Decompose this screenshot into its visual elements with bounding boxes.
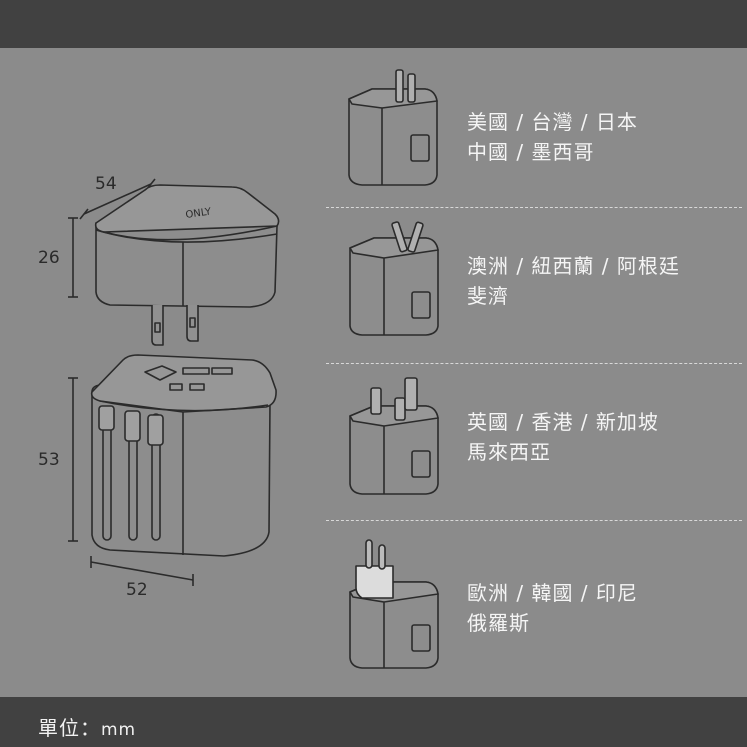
- plug-region-au: 澳洲 / 紐西蘭 / 阿根廷 斐濟: [467, 251, 680, 311]
- logo-text: ONLY: [185, 206, 213, 221]
- region-line: 歐洲 / 韓國 / 印尼: [467, 581, 638, 605]
- plug-drawing-eu: [349, 539, 439, 669]
- plug-drawing-us: [348, 69, 438, 186]
- region-line: 英國 / 香港 / 新加坡: [467, 410, 659, 434]
- dimension-body-width: 52: [126, 580, 148, 600]
- plug-drawing-au: [349, 221, 439, 336]
- unit-prefix: 單位：: [38, 716, 101, 740]
- unit-value: mm: [101, 720, 137, 740]
- divider: [326, 363, 742, 364]
- plug-region-us: 美國 / 台灣 / 日本 中國 / 墨西哥: [467, 107, 638, 167]
- divider: [326, 520, 742, 521]
- top-module-drawing: [94, 184, 280, 346]
- region-line: 美國 / 台灣 / 日本: [467, 110, 638, 134]
- region-line: 中國 / 墨西哥: [467, 140, 595, 164]
- unit-label: 單位：mm: [38, 712, 136, 741]
- dimension-top-height: 26: [38, 248, 60, 268]
- plug-drawing-uk: [349, 377, 439, 495]
- region-line: 俄羅斯: [467, 611, 530, 635]
- bottom-bar: [0, 697, 747, 747]
- plug-region-uk: 英國 / 香港 / 新加坡 馬來西亞: [467, 407, 659, 467]
- top-bar: [0, 0, 747, 48]
- dimension-body-height: 53: [38, 450, 60, 470]
- region-line: 斐濟: [467, 284, 509, 308]
- plug-region-eu: 歐洲 / 韓國 / 印尼 俄羅斯: [467, 578, 638, 638]
- dimension-top-width: 54: [95, 174, 117, 194]
- bottom-module-drawing: [90, 354, 277, 557]
- region-line: 馬來西亞: [467, 440, 551, 464]
- divider: [326, 207, 742, 208]
- region-line: 澳洲 / 紐西蘭 / 阿根廷: [467, 254, 680, 278]
